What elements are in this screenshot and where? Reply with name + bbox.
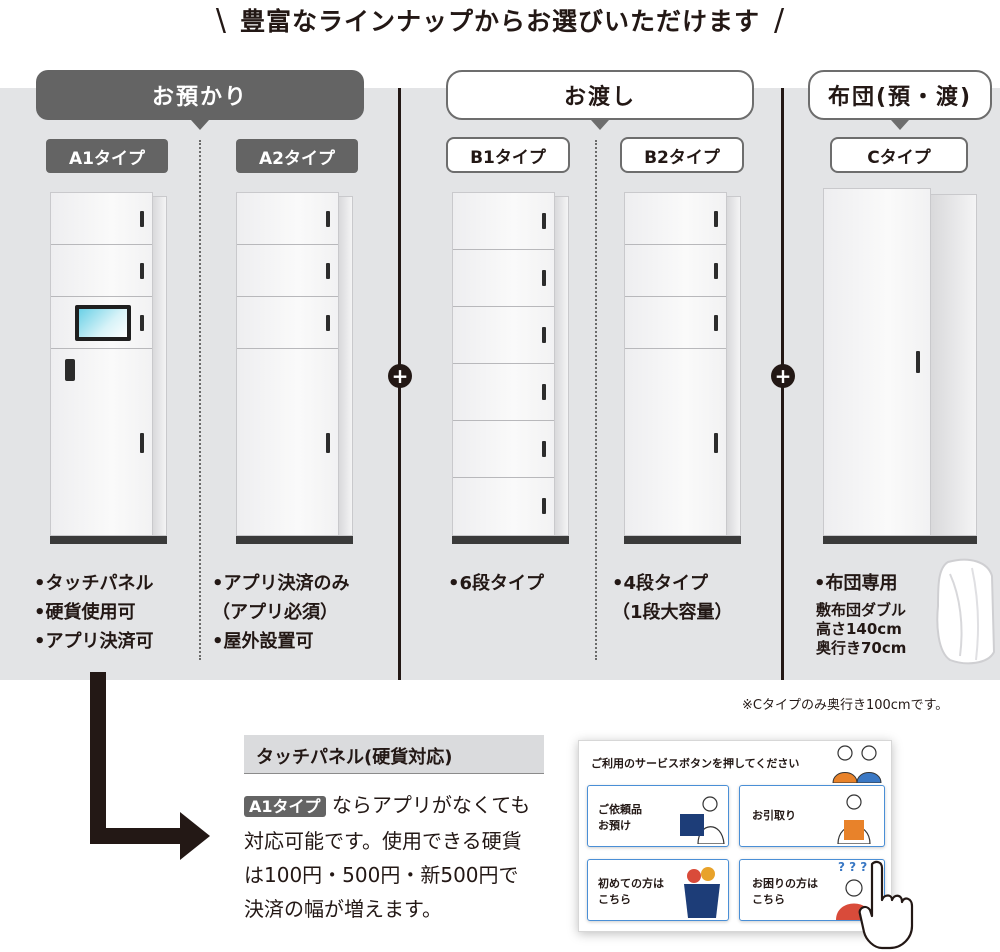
service-button-label: お困りの方は こちら <box>752 877 818 906</box>
touch-panel-screen-card: ご利用のサービスボタンを押してください ご依頼品 お預け お引取り 初めての方は… <box>578 740 892 932</box>
futon-icon <box>936 558 996 665</box>
service-button-label: ご依頼品 お預け <box>598 803 642 832</box>
features-c-details: 敷布団ダブル 高さ140cm 奥行き70cm <box>816 601 907 657</box>
staff-people-icon <box>832 745 882 783</box>
service-button-deposit[interactable]: ご依頼品 お預け <box>587 785 729 847</box>
person-clothes-icon <box>837 794 871 844</box>
locker-b1-image <box>452 192 572 552</box>
headline-title: 豊富なラインナップからお選びいただけます <box>239 7 760 36</box>
type-divider-b <box>595 140 597 660</box>
touch-panel-description: A1タイプ ならアプリがなくても 対応可能です。使用できる硬貨 は100円・50… <box>244 788 564 926</box>
pointer-icon <box>591 120 609 130</box>
locker-b2-image <box>624 192 744 552</box>
arrow-icon <box>90 672 106 844</box>
question-marks: ? ? ? <box>838 860 868 874</box>
features-b2: •4段タイプ （1段大容量） <box>612 573 733 623</box>
arrow-head-icon <box>180 812 210 860</box>
group-delivery-header: お渡し <box>446 70 754 120</box>
type-badge-a1: A1タイプ <box>244 796 326 817</box>
plus-icon: + <box>388 364 412 388</box>
touch-panel-title-bar <box>244 735 544 773</box>
pointing-hand-icon <box>858 860 914 950</box>
type-label-a1: A1タイプ <box>46 139 168 173</box>
divider <box>244 773 544 774</box>
features-c: •布団専用 <box>814 573 898 594</box>
pointer-icon <box>891 120 909 130</box>
plus-icon: + <box>771 364 795 388</box>
arrow-icon <box>90 828 182 844</box>
service-button-label: お引取り <box>752 809 796 822</box>
type-label-b1: B1タイプ <box>446 137 570 173</box>
description-line: ならアプリがなくても <box>331 793 531 817</box>
locker-c-image <box>823 188 981 552</box>
features-a2: •アプリ決済のみ （アプリ必須） •屋外設置可 <box>212 573 350 652</box>
type-label-b2: B2タイプ <box>620 137 744 173</box>
footnote: ※Cタイプのみ奥行き100cmです。 <box>742 698 949 713</box>
coin-slot-icon <box>65 359 75 381</box>
type-label-c: Cタイプ <box>830 137 968 173</box>
features-a1: •タッチパネル •硬貨使用可 •アプリ決済可 <box>34 573 154 652</box>
group-deposit-header: お預かり <box>36 70 364 120</box>
pointer-icon <box>191 120 209 130</box>
description-line: は100円・500円・新500円で <box>244 863 519 887</box>
locker-a1-image <box>50 192 170 552</box>
locker-a2-image <box>236 192 356 552</box>
screen-card-title: ご利用のサービスボタンを押してください <box>591 757 800 770</box>
service-button-help[interactable]: お困りの方は こちら ? ? ? <box>739 859 885 921</box>
service-button-first-time[interactable]: 初めての方は こちら <box>587 859 729 921</box>
type-label-a2: A2タイプ <box>236 139 358 173</box>
bag-icon <box>684 867 720 918</box>
group-futon-header: 布団(預・渡) <box>808 70 992 120</box>
description-line: 決済の幅が増えます。 <box>244 897 442 921</box>
headline-right-mark: / <box>774 2 785 38</box>
person-box-icon <box>680 796 725 844</box>
type-divider-a <box>199 140 201 660</box>
touch-panel-screen <box>75 305 131 341</box>
service-button-pickup[interactable]: お引取り <box>739 785 885 847</box>
description-line: 対応可能です。使用できる硬貨 <box>244 829 522 853</box>
features-b1: •6段タイプ <box>448 573 545 594</box>
touch-panel-title: タッチパネル(硬貨対応) <box>256 747 453 768</box>
service-button-label: 初めての方は こちら <box>598 877 664 906</box>
headline: \ 豊富なラインナップからお選びいただけます / <box>0 0 1000 40</box>
headline-left-mark: \ <box>215 2 226 38</box>
